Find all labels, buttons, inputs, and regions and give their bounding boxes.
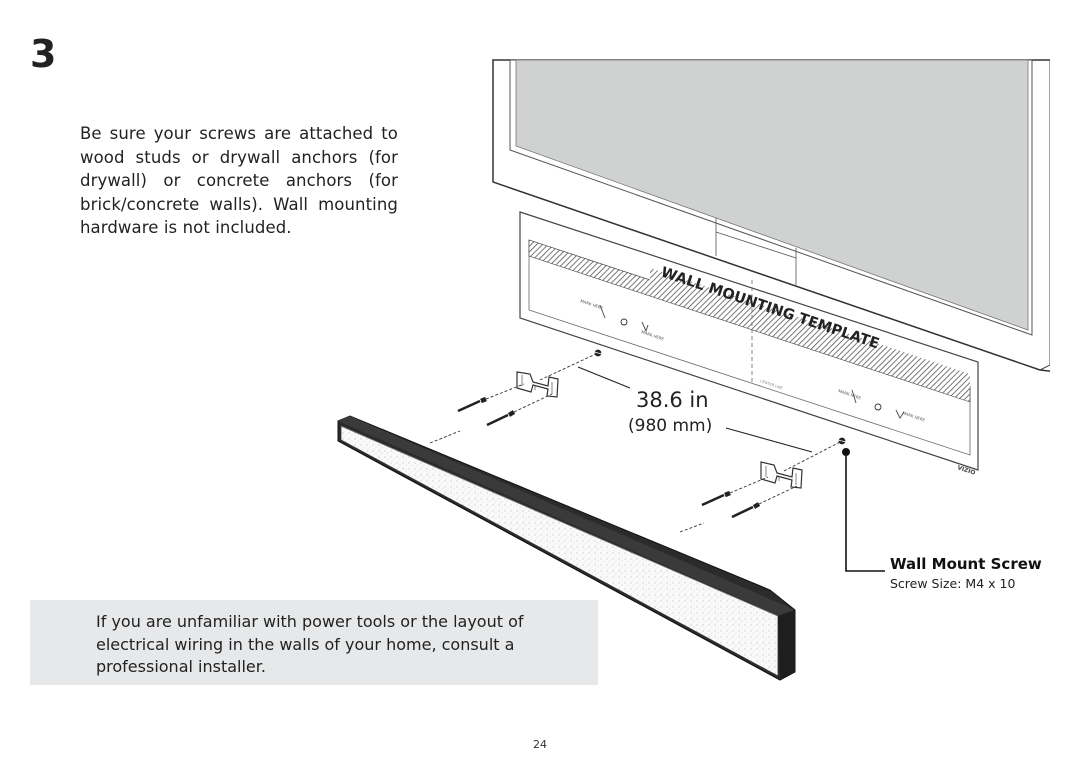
installation-illustration: WALL MOUNTING TEMPLATE MARK HERE MARK HE… bbox=[337, 59, 1050, 681]
template-screw-left bbox=[593, 349, 603, 357]
left-screws bbox=[429, 352, 599, 444]
callout-leader bbox=[842, 448, 885, 572]
screw-callout-title: Wall Mount Screw bbox=[890, 555, 1042, 573]
wall-mounting-template: WALL MOUNTING TEMPLATE MARK HERE MARK HE… bbox=[519, 211, 979, 477]
screw-callout-size: Screw Size: M4 x 10 bbox=[890, 576, 1016, 591]
step-number: 3 bbox=[30, 32, 57, 76]
center-line-label: CENTER LINE bbox=[760, 379, 784, 391]
right-bracket bbox=[760, 461, 803, 489]
right-screws bbox=[679, 440, 843, 533]
warning-box: If you are unfamiliar with power tools o… bbox=[30, 600, 598, 685]
warning-text: If you are unfamiliar with power tools o… bbox=[96, 612, 524, 676]
dimension-inches: 38.6 in bbox=[636, 388, 709, 412]
dimension-millimeters: (980 mm) bbox=[628, 416, 713, 436]
intro-paragraph: Be sure your screws are attached to wood… bbox=[80, 124, 398, 237]
dimension-lines bbox=[577, 366, 813, 453]
page-number: 24 bbox=[533, 738, 547, 751]
tv-panel bbox=[492, 59, 1050, 372]
left-bracket bbox=[516, 371, 559, 398]
soundbar bbox=[337, 415, 796, 681]
